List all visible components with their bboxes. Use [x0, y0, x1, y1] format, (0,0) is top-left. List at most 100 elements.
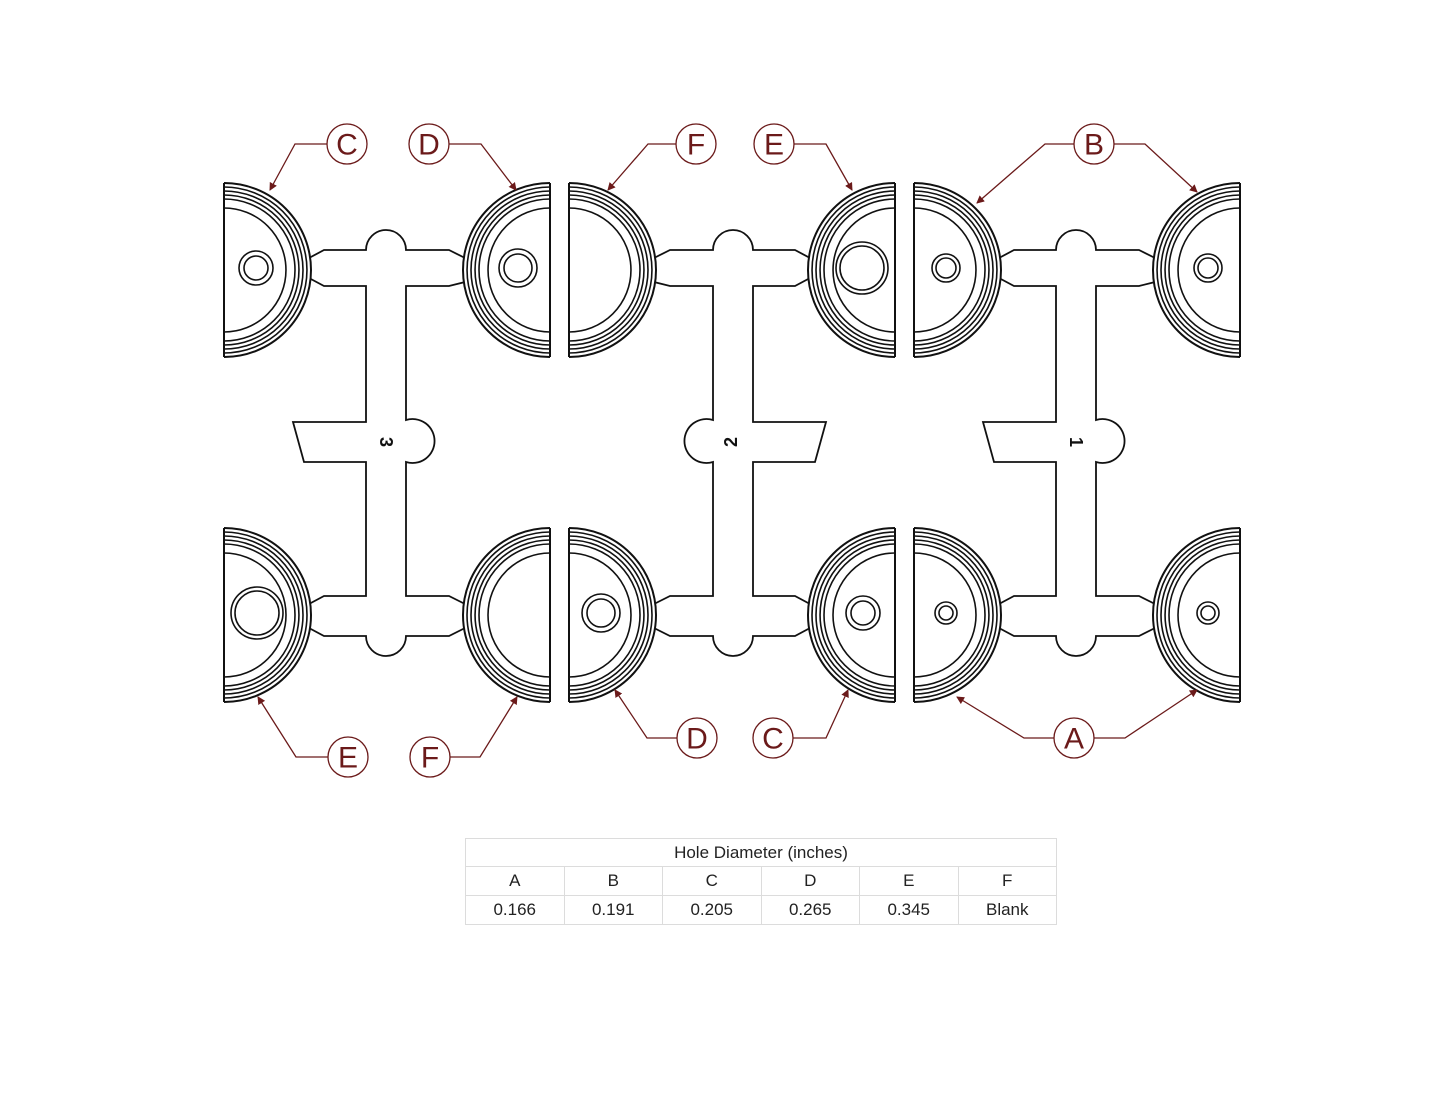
- hole-circle: [1193, 253, 1223, 283]
- disc-ring: [811, 531, 896, 699]
- leader-line: [1114, 143, 1198, 193]
- disc-ring: [470, 535, 551, 695]
- callout-letter: F: [687, 129, 705, 162]
- header-cell: C: [662, 866, 762, 896]
- callout-circle: [752, 717, 794, 759]
- disc-ring: [474, 539, 551, 691]
- header-cell: D: [760, 866, 860, 896]
- sprue-frame: [653, 229, 828, 657]
- disc-ring: [913, 186, 998, 354]
- disc-ring: [223, 190, 304, 350]
- value-cell: 0.205: [662, 895, 762, 925]
- header-cell: B: [563, 866, 663, 896]
- sprue-number: 3: [376, 437, 396, 447]
- header-cell: F: [957, 866, 1057, 896]
- disc-ring: [913, 190, 994, 350]
- callout-B: B: [976, 123, 1198, 204]
- callout-circle: [409, 736, 451, 778]
- gauge-disc-B: [1152, 182, 1241, 358]
- value-cell: 0.345: [859, 895, 959, 925]
- leader-line: [269, 143, 327, 191]
- disc-ring: [568, 552, 632, 678]
- callout-E: E: [753, 123, 853, 191]
- hole-circle: [230, 586, 284, 640]
- disc-ring: [568, 190, 649, 350]
- hole-circle: [839, 245, 885, 291]
- disc-ring: [223, 198, 296, 342]
- disc-ring: [1177, 207, 1241, 333]
- callout-letter: A: [1064, 723, 1084, 756]
- callout-letter: C: [336, 129, 358, 162]
- disc-ring: [223, 539, 300, 691]
- disc-ring: [1177, 552, 1241, 678]
- callout-C: C: [269, 123, 368, 191]
- disc-ring: [913, 198, 986, 342]
- callout-circle: [326, 123, 368, 165]
- value-cell: Blank: [957, 895, 1057, 925]
- disc-ring: [815, 535, 896, 695]
- hole-circle: [935, 257, 957, 279]
- callout-letter: D: [418, 129, 440, 162]
- disc-ring: [478, 543, 551, 687]
- sprue-frame: [981, 229, 1156, 657]
- sprue-1: 1: [913, 182, 1241, 703]
- header-cell: E: [859, 866, 959, 896]
- disc-ring: [1160, 190, 1241, 350]
- disc-ring: [487, 207, 551, 333]
- leader-line: [450, 696, 518, 758]
- gauge-disc-A: [1152, 527, 1241, 703]
- callout-circle: [1053, 717, 1095, 759]
- disc-ring: [823, 543, 896, 687]
- gauge-disc-C: [807, 527, 896, 703]
- disc-ring: [223, 552, 287, 678]
- callout-letter: B: [1084, 129, 1104, 162]
- disc-ring: [832, 552, 896, 678]
- disc-ring: [223, 186, 308, 354]
- sprue-3: 3: [223, 182, 551, 703]
- gauge-disc-D: [568, 527, 657, 703]
- table-value-row: 0.166 0.191 0.205 0.265 0.345 Blank: [465, 895, 1057, 925]
- callout-A: A: [956, 689, 1198, 759]
- callout-circle: [327, 736, 369, 778]
- hole-circle: [845, 595, 881, 631]
- sprue-number: 1: [1066, 437, 1086, 447]
- disc-ring: [819, 194, 896, 346]
- disc-ring: [913, 552, 977, 678]
- callout-letter: E: [764, 129, 784, 162]
- disc-ring: [470, 190, 551, 350]
- disc-ring: [1156, 186, 1241, 354]
- callout-F: F: [409, 696, 518, 778]
- table-title: Hole Diameter (inches): [465, 838, 1057, 867]
- disc-ring: [568, 186, 653, 354]
- header-cell: A: [465, 866, 565, 896]
- gauge-disc-D: [462, 182, 551, 358]
- disc-ring: [1164, 194, 1241, 346]
- disc-ring: [487, 552, 551, 678]
- disc-ring: [466, 531, 551, 699]
- disc-ring: [223, 207, 287, 333]
- leader-line: [794, 143, 853, 191]
- hole-circle: [234, 590, 280, 636]
- value-cell: 0.191: [563, 895, 663, 925]
- disc-ring: [474, 194, 551, 346]
- hole-circle: [1197, 257, 1219, 279]
- hole-circle: [581, 593, 621, 633]
- hole-circle: [503, 253, 533, 283]
- hole-circle: [938, 605, 954, 621]
- leader-line: [449, 143, 517, 191]
- hole-circle: [1196, 601, 1220, 625]
- sprue-frame: [291, 229, 466, 657]
- callout-circle: [675, 123, 717, 165]
- callout-circle: [676, 717, 718, 759]
- gauge-disc-F: [568, 182, 657, 358]
- disc-ring: [1156, 531, 1241, 699]
- leader-line: [257, 696, 328, 758]
- disc-ring: [223, 543, 296, 687]
- leader-line: [976, 143, 1074, 204]
- callout-letter: C: [762, 723, 784, 756]
- hole-circle: [931, 253, 961, 283]
- disc-ring: [913, 539, 990, 691]
- value-cell: 0.166: [465, 895, 565, 925]
- callout-circle: [408, 123, 450, 165]
